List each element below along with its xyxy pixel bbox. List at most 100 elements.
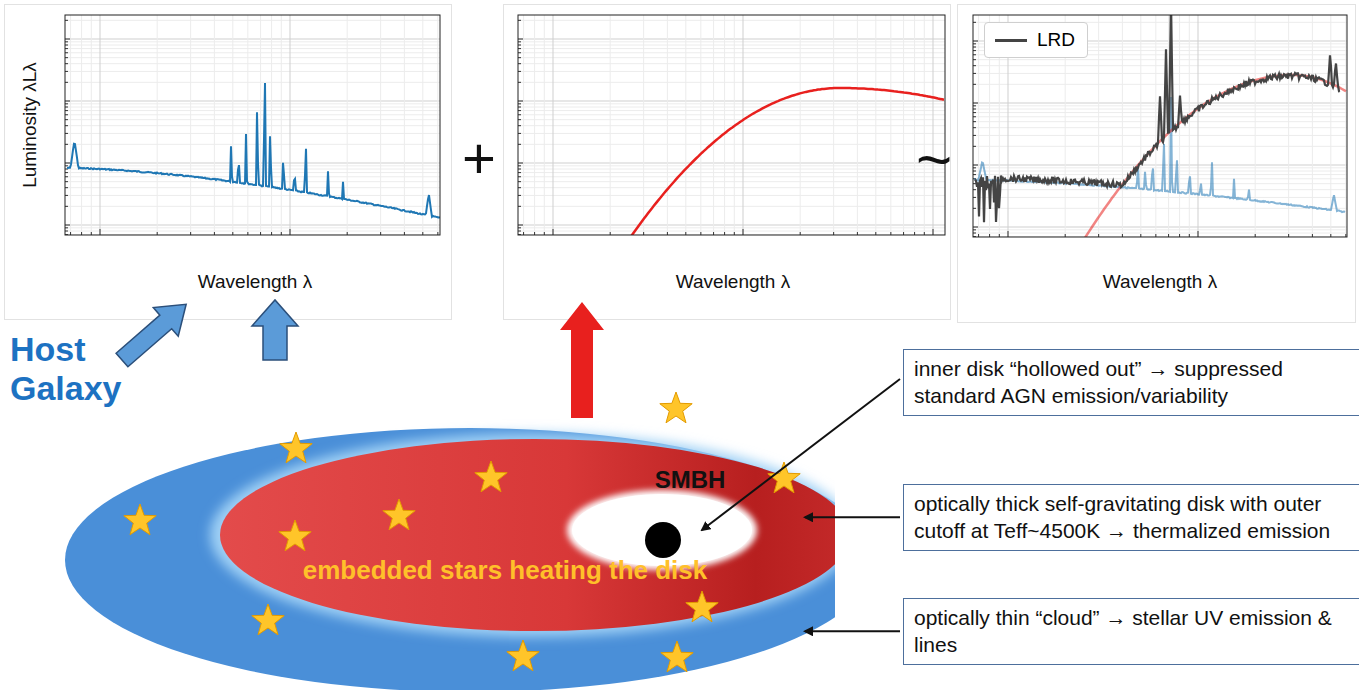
plot-grid [518,15,945,235]
grid-line [65,125,440,126]
grid-line [518,172,945,173]
grid-line [347,15,348,235]
host-arrow [252,300,298,360]
grid-line [65,82,440,83]
grid-line [65,41,440,42]
grid-line [973,183,1347,184]
grid-line [973,65,1347,66]
grid-line [973,84,1347,85]
grid-line [518,71,945,72]
grid-line [1345,15,1346,237]
grid-line [973,233,1347,234]
star [124,504,156,535]
grid-line [518,169,945,170]
grid-line [91,15,92,235]
callout-box: inner disk “hollowed out” → suppressed s… [903,349,1359,416]
grid-line [65,101,440,102]
grid-line [973,127,1347,128]
grid-line [437,15,438,235]
grid-line [973,174,1347,175]
star [279,520,311,551]
grid-line [518,45,945,46]
tick [290,229,291,235]
host-arrow [110,290,199,374]
star [383,499,415,530]
grid-line [518,133,945,134]
grid-line [973,208,1347,209]
star [252,604,284,635]
grid-line [553,15,554,235]
grid-line [518,231,945,232]
grid-line [65,52,440,53]
grid-line [290,15,291,235]
grid-line [65,119,440,120]
axis-label: Wavelength λ [198,271,312,293]
grid-line [518,144,945,145]
grid-line [1312,15,1313,237]
grid-line [743,15,744,235]
grid-line [81,15,82,235]
grid-line [380,15,381,235]
disk-spectrum [1060,75,1346,237]
grid-line [190,15,191,235]
grid-line [973,59,1347,60]
grid-line [65,48,440,49]
tick [933,229,934,235]
star [661,641,693,672]
grid-line [100,15,101,235]
grid-line [685,15,686,235]
grid-line [404,15,405,235]
grid-line [70,15,71,235]
tick [100,229,101,235]
grid-line [924,15,925,235]
leader-arrow [702,379,900,530]
axis-label: Wavelength λ [1103,271,1217,293]
callout-text: optically thick self-gravitating disk wi… [914,490,1349,545]
grid-line [933,15,934,235]
lrd-spectrum [975,15,1340,222]
axis-label: Wavelength λ [676,271,790,293]
grid-line [232,15,233,235]
disk-arrow [560,302,604,418]
grid-line [422,15,423,235]
grid-line [1155,15,1156,237]
tick [743,229,744,235]
smbh-label: SMBH [655,466,726,494]
grid-line [65,63,440,64]
star [507,640,539,671]
grid-line [1179,15,1180,237]
grid-line [713,15,714,235]
grid-line [65,163,440,164]
grid-line [65,71,440,72]
grid-line [518,187,945,188]
grid-line [667,15,668,235]
grid-line [1140,15,1141,237]
grid-line [890,15,891,235]
grid-line [65,57,440,58]
grid-line [65,231,440,232]
grid-line [65,110,440,111]
grid-line [973,146,1347,147]
grid-line [523,15,524,235]
tick [1198,231,1199,237]
approx-sign: ~ [916,124,952,195]
grid-line [518,20,945,21]
grid-line [518,41,945,42]
grid-line [973,121,1347,122]
grid-line [973,227,1347,228]
stellar-spectrum [67,83,440,218]
grid-line [281,15,282,235]
grid-line [518,206,945,207]
disk-illustration [65,392,835,690]
grid-line [65,165,440,166]
grid-line [518,114,945,115]
grid-line [157,15,158,235]
grid-line [724,15,725,235]
plot-panel [958,5,1356,323]
grid-line [610,15,611,235]
grid-line [518,101,945,102]
grid-line [973,171,1347,172]
grid-line [643,15,644,235]
grid-line [518,63,945,64]
